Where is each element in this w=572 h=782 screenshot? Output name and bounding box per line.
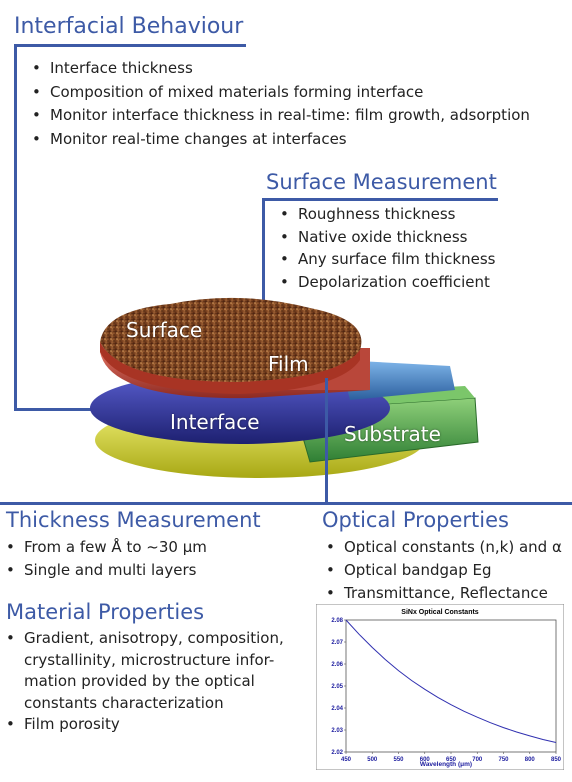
list-item: Single and multi layers [2, 559, 207, 582]
material-line: Film porosity [24, 715, 120, 733]
interfacial-heading: Interfacial Behaviour [14, 14, 244, 39]
surface-measurement-heading: Surface Measurement [266, 170, 497, 194]
y-tick-label: 2.04 [331, 706, 343, 712]
y-tick-label: 2.07 [331, 640, 343, 646]
surface-measurement-list: Roughness thickness Native oxide thickne… [276, 203, 495, 293]
list-item: Transmittance, Reflectance [322, 582, 562, 605]
interfacial-underline [14, 44, 246, 47]
list-item: Composition of mixed materials forming i… [28, 81, 530, 105]
x-tick-label: 500 [367, 757, 378, 763]
y-tick-label: 2.08 [331, 618, 343, 624]
list-item: Film porosity [2, 714, 284, 736]
list-item: Any surface film thickness [276, 248, 495, 271]
series-line [345, 619, 557, 743]
film-layer-label: Film [268, 352, 309, 376]
y-tick-label: 2.05 [331, 684, 343, 690]
film-pointer [325, 378, 328, 504]
optical-heading: Optical Properties [322, 508, 509, 532]
surface-layer [100, 297, 362, 382]
sinx-optical-constants-chart: SiNx Optical Constants Wavelength (μm) 2… [316, 604, 564, 770]
y-tick-label: 2.06 [331, 662, 343, 668]
x-tick-label: 600 [420, 757, 431, 763]
chart-xlabel: Wavelength (μm) [420, 761, 472, 768]
interface-layer-label: Interface [170, 410, 260, 434]
list-item: Gradient, anisotropy, composition, cryst… [2, 628, 284, 714]
x-tick-label: 750 [498, 757, 509, 763]
substrate-layer-label: Substrate [344, 422, 441, 446]
list-item: Optical bandgap Eg [322, 559, 562, 582]
material-line: Gradient, anisotropy, composition, [24, 629, 284, 647]
chart-frame [316, 604, 564, 770]
list-item: Native oxide thickness [276, 226, 495, 249]
list-item: Monitor interface thickness in real-time… [28, 104, 530, 128]
list-item: Monitor real-time changes at interfaces [28, 128, 530, 152]
material-line: constants characterization [24, 693, 224, 712]
x-tick-label: 700 [472, 757, 483, 763]
x-tick-label: 650 [446, 757, 457, 763]
surface-pointer [262, 198, 265, 316]
material-line: mation provided by the optical [24, 672, 255, 690]
x-tick-label: 850 [551, 757, 562, 763]
interfacial-list: Interface thickness Composition of mixed… [28, 57, 530, 151]
interfacial-pointer [14, 408, 122, 411]
thickness-heading: Thickness Measurement [6, 508, 261, 532]
material-list: Gradient, anisotropy, composition, cryst… [2, 628, 284, 736]
y-tick-label: 2.02 [331, 750, 343, 756]
x-tick-label: 550 [393, 757, 404, 763]
list-item: Depolarization coefficient [276, 271, 495, 294]
chart-title: SiNx Optical Constants [401, 609, 479, 616]
list-item: Roughness thickness [276, 203, 495, 226]
surface-underline [262, 198, 498, 201]
material-heading: Material Properties [6, 600, 205, 624]
thickness-list: From a few Å to ~30 μm Single and multi … [2, 536, 207, 582]
bottom-divider [0, 502, 572, 505]
optical-list: Optical constants (n,k) and α Optical ba… [322, 536, 562, 605]
layer-stack-illustration [90, 297, 479, 478]
x-tick-label: 800 [525, 757, 536, 763]
surface-layer-label: Surface [126, 318, 203, 342]
list-item: From a few Å to ~30 μm [2, 536, 207, 559]
y-tick-label: 2.03 [331, 728, 343, 734]
material-line: crystallinity, microstructure infor- [24, 650, 275, 669]
interfacial-left-rule [14, 44, 17, 410]
list-item: Optical constants (n,k) and α [322, 536, 562, 559]
x-tick-label: 450 [341, 757, 352, 763]
list-item: Interface thickness [28, 57, 530, 81]
